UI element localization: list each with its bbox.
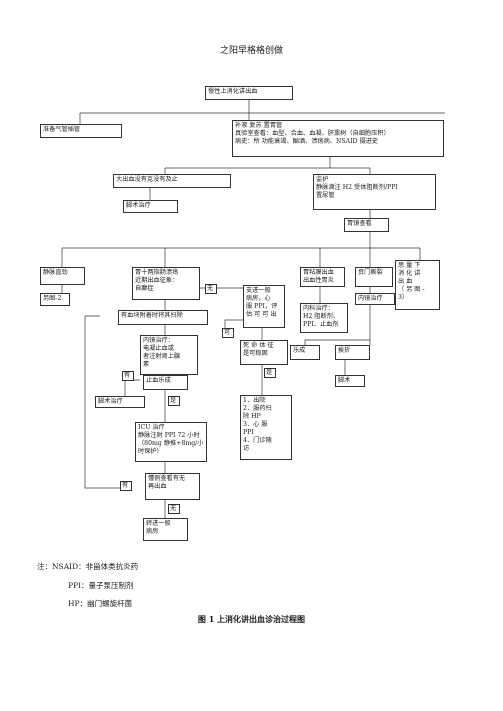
recheck-line: 懂例查看有无	[148, 475, 186, 482]
node-surgery-2: 脚术治疗	[95, 396, 145, 408]
node-lower-gi-bleeding: 思 量 下 消 化 讲 出 血 （ 另 图 - 3）	[395, 260, 440, 310]
discharge-line: 访	[243, 445, 250, 452]
icu-line: （80mg 静推+8mg/小	[138, 440, 204, 447]
edge-label-none: 无	[205, 284, 217, 294]
node-massive-bleeding: 大出血没有克没有及止	[113, 174, 231, 188]
endotx-line: 内镜治疗：	[143, 337, 174, 344]
node-peptic-ulcer: 胃十两指肠溃疡 近期出血征象： 自癫症	[132, 267, 200, 300]
node-endoscopic-therapy-2: 内镜治疗	[355, 293, 395, 305]
note-ppi: PPI：量子泵压制剂	[68, 580, 134, 590]
node-mallory-weiss-tear: 贲门撕裂	[355, 267, 393, 287]
node-endoscopy: 胃镜查看	[344, 218, 389, 232]
medical-line: PPI、止血剂	[303, 321, 339, 328]
monitor-line: 置尿管	[316, 192, 335, 199]
support-line: 服 PPI，评	[246, 303, 278, 310]
node-discharge: 1．出院 2．服药扫 除 HP 3．心 服 PPI 4．门诊随 访	[240, 395, 292, 460]
icu-line: ICU 治疗	[138, 424, 165, 431]
edge-label-has: 有	[122, 371, 134, 381]
support-line: 支进一般	[246, 287, 271, 294]
ulcer-line: 胃十两指肠溃疡	[135, 269, 179, 276]
edge-label-has-2: 有	[120, 481, 132, 491]
discharge-line: 4．门诊随	[243, 437, 272, 444]
node-prepare-intubation: 准备气管插管	[40, 124, 122, 138]
figure-caption: 图 1 上消化讲出血诊治过程图	[197, 614, 306, 624]
node-support-ward: 支进一般 病房，心 服 PPI，评 估 可 可 出	[243, 285, 285, 328]
endotx-line: 者注射肾上腺	[143, 353, 181, 360]
lower-line: 3）	[398, 294, 409, 301]
node-medical-therapy: 内科治疗： H2 阻断剂、 PPI、止血剂	[300, 303, 348, 333]
note-nsaid: 注：NSAID：非甾体类抗炎药	[37, 562, 139, 571]
lower-line: 消 化 讲	[398, 270, 421, 277]
discharge-line: 3．心 服	[243, 421, 268, 428]
recheck-line: 再出血	[148, 483, 167, 490]
footnotes: 注：NSAID：非甾体类抗炎药 PPI：量子泵压制剂 HP：幽门螺旋杆菌	[37, 558, 138, 614]
eval-line: 病史：所 功能衰竭、酗酒、溃疡病、NSAID 摄进史	[235, 138, 379, 145]
lower-line: （ 另 图 -	[398, 286, 425, 293]
discharge-line: 1．出院	[243, 397, 266, 404]
node-varices: 静脉直劲	[40, 267, 85, 285]
note-hp: HP：幽门螺旋杆菌	[68, 599, 133, 608]
node-monitoring: 监护 静脉滴注 H2 受体阻断剂/PPI 置尿管	[313, 174, 436, 210]
edge-label-is-2: 是	[264, 368, 276, 378]
node-mucosal-bleeding: 胃粘膜出血 出血性胃炎	[300, 267, 345, 287]
medical-line: 内科治疗：	[303, 305, 334, 312]
edge-label-yes: 可	[222, 328, 234, 338]
discharge-line: 2．服药扫	[243, 405, 272, 412]
icu-line: 时保护）	[138, 448, 163, 455]
eval-line: 真验室查看：血型、合血、血凝、肝熏树（自细胞压积）	[235, 130, 390, 137]
node-vital-signs: 死 命 体 征 是可稳固	[240, 340, 288, 365]
node-success: 乐成	[290, 345, 320, 360]
ulcer-line: 自癫症	[135, 285, 154, 292]
node-general-ward: 转进一般 病房	[143, 518, 188, 541]
icu-line: 静脉注射 PPI 72 小时	[138, 432, 200, 439]
ulcer-line: 近期出血征象：	[135, 277, 179, 284]
node-see-fig-2: 另图-2	[40, 293, 70, 306]
support-line: 病房，心	[246, 295, 271, 302]
ward-line: 转进一般	[146, 520, 171, 527]
node-chronic-upper-gi-bleeding: 慢性上消化讲出血	[205, 86, 293, 100]
endotx-line: 电凝止血或	[143, 345, 174, 352]
vital-line: 死 命 体 征	[243, 342, 274, 349]
discharge-line: PPI	[243, 429, 254, 436]
endotx-line: 素	[143, 361, 150, 368]
node-hemostasis-success: 止血乐成	[143, 375, 188, 390]
edge-label-none-2: 无	[168, 504, 180, 514]
vital-line: 是可稳固	[243, 350, 268, 357]
node-icu-therapy: ICU 治疗 静脉注射 PPI 72 小时 （80mg 静推+8mg/小 时保护…	[135, 422, 207, 462]
ward-line: 病房	[146, 528, 159, 535]
page-title: 之阳早格格创做	[219, 46, 283, 56]
node-surgery-1: 脚术治疗	[123, 200, 178, 213]
node-clear-clot: 有血块附着时将其扫除	[118, 310, 208, 325]
lower-line: 出 血	[398, 278, 413, 285]
mucosa-line: 胃粘膜出血	[303, 269, 334, 276]
node-recheck-rebleed: 懂例查看有无 再出血	[145, 473, 200, 500]
node-endoscopic-therapy: 内镜治疗： 电凝止血或 者注射肾上腺 素	[140, 335, 198, 375]
mucosa-line: 出血性胃炎	[303, 277, 334, 284]
node-failure: 挨折	[335, 345, 370, 360]
monitor-line: 静脉滴注 H2 受体阻断剂/PPI	[316, 184, 398, 191]
edge-label-is: 是	[168, 396, 180, 406]
node-initial-evaluation: 补液 复苏 置胃管 真验室查看：血型、合血、血凝、肝熏树（自细胞压积） 病史：所…	[232, 120, 444, 157]
lower-line: 思 量 下	[398, 262, 421, 269]
discharge-line: 除 HP	[243, 413, 261, 420]
support-line: 估 可 可 出	[246, 311, 277, 318]
eval-line: 补液 复苏 置胃管	[235, 122, 283, 129]
node-surgery-3: 脚术	[335, 375, 365, 387]
monitor-line: 监护	[316, 176, 329, 183]
medical-line: H2 阻断剂、	[303, 313, 340, 320]
